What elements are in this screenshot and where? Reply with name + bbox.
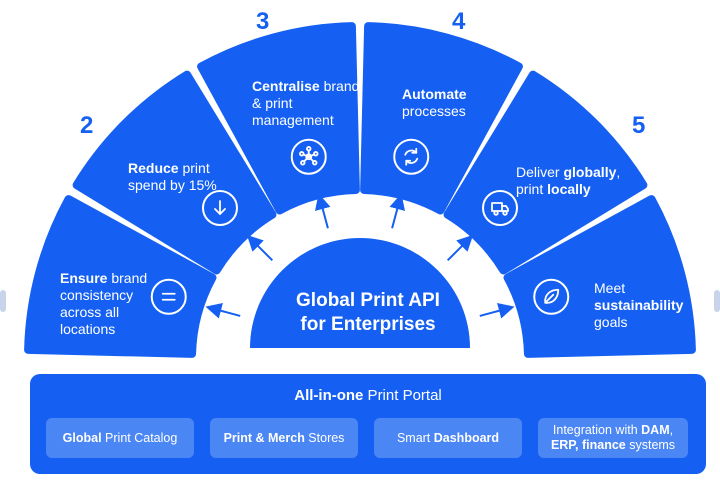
label-bold: Automate	[402, 86, 467, 102]
segment-ensure	[24, 195, 217, 358]
segment-label-reduce: Reduce print spend by 15%	[128, 160, 238, 194]
hub-title-line1: Global Print API	[296, 290, 440, 311]
step-number-5: 5	[632, 112, 646, 139]
portal-card-dashboard[interactable]: Smart Dashboard	[374, 418, 522, 458]
arrow-deliver	[446, 234, 474, 262]
card-rest: systems	[625, 438, 676, 452]
arrow-reduce	[246, 234, 274, 262]
portal-card-stores[interactable]: Print & Merch Stores	[210, 418, 358, 458]
portal-card-catalog[interactable]: Global Print Catalog	[46, 418, 194, 458]
arrow-ensure	[205, 303, 241, 319]
label-pre: Meet	[594, 280, 626, 296]
segment-icons	[150, 138, 570, 315]
step-number-2: 2	[80, 112, 94, 139]
card-pre: Smart	[396, 430, 434, 445]
label-bold: globally	[563, 164, 617, 180]
hub-title-line2: for Enterprises	[300, 314, 436, 335]
portal-title: All-in-one Print Portal	[30, 387, 706, 404]
label-mid: , print	[516, 164, 621, 197]
label-rest: goals	[594, 314, 628, 330]
segment-label-deliver: Deliver globally, print locally	[516, 164, 636, 198]
label-rest: brand & print management	[252, 78, 360, 128]
arrow-meet	[479, 303, 515, 319]
label-rest: print spend by 15%	[128, 160, 217, 193]
label-bold: Centralise	[252, 78, 320, 94]
card-rest: Print Catalog	[101, 430, 178, 445]
truck-icon	[482, 189, 519, 226]
leaf-icon	[533, 278, 570, 315]
portal-title-rest: Print Portal	[363, 387, 442, 404]
segment-reduce	[72, 70, 277, 275]
label-bold: Ensure	[60, 270, 108, 286]
step-number-4: 4	[452, 8, 466, 35]
segment-automate	[360, 22, 523, 215]
card-mid: ,	[669, 423, 674, 437]
label-bold: Reduce	[128, 160, 179, 176]
portal-title-bold: All-in-one	[294, 387, 364, 404]
segment-meet	[503, 195, 696, 358]
hub-shape	[250, 238, 470, 348]
card-bold: Global	[62, 430, 102, 445]
card-pre: Integration with	[552, 423, 642, 437]
segment-label-automate: Automate processes	[402, 86, 492, 120]
left-edge-mark	[0, 290, 6, 312]
card-bold: DAM	[641, 423, 670, 437]
label-pre: Deliver	[516, 164, 564, 180]
hub-title: Global Print API for Enterprises	[258, 289, 478, 337]
print-portal-panel: All-in-one Print Portal Global Print Cat…	[30, 374, 706, 474]
right-edge-mark	[714, 290, 720, 312]
arrow-down-icon	[201, 189, 238, 226]
step-number-3: 3	[256, 8, 270, 35]
arrow-centralise	[315, 193, 331, 229]
segment-label-centralise: Centralise brand & print management	[252, 78, 362, 129]
portal-card-integration[interactable]: Integration with DAM, ERP, finance system…	[538, 418, 688, 458]
fan-segments	[24, 22, 696, 358]
card-bold-2: ERP, finance	[550, 438, 626, 452]
equals-icon	[150, 278, 187, 315]
connector-arrows	[205, 193, 515, 319]
label-rest: brand consistency across all locations	[60, 270, 148, 337]
card-rest: Stores	[304, 430, 345, 445]
segment-label-meet: Meet sustainability goals	[594, 280, 704, 331]
label-bold-2: locally	[547, 181, 591, 197]
segment-label-ensure: Ensure brand consistency across all loca…	[60, 270, 170, 338]
network-hub-icon	[290, 138, 327, 175]
label-bold: sustainability	[594, 297, 684, 313]
label-rest: processes	[402, 103, 466, 119]
segment-deliver	[443, 70, 648, 275]
card-bold: Print & Merch	[223, 430, 305, 445]
segment-centralise	[197, 22, 360, 215]
arrow-automate	[389, 193, 405, 229]
card-bold: Dashboard	[433, 430, 500, 445]
refresh-cycle-icon	[393, 138, 430, 175]
